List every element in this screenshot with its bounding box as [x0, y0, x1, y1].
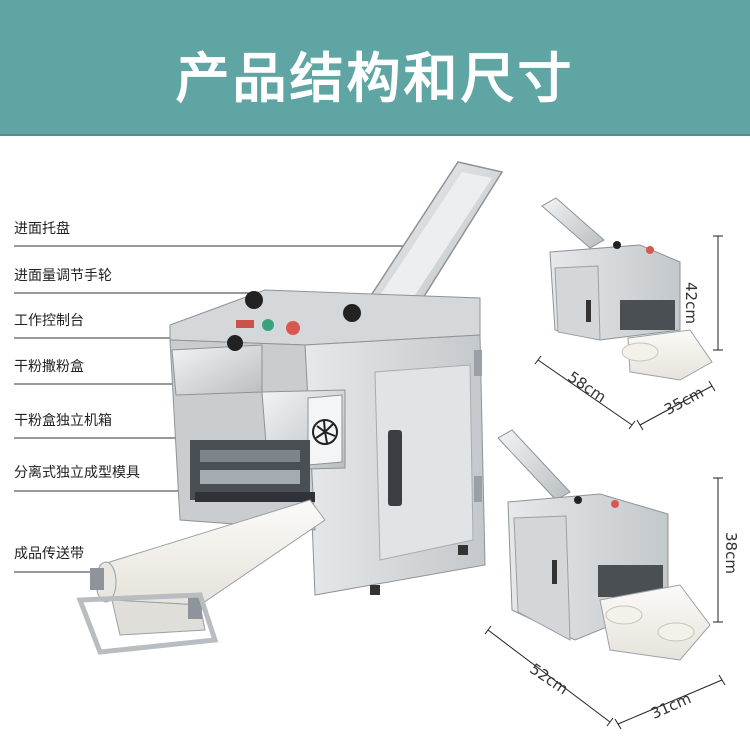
callout-flour-box-case: 干粉盒独立机箱: [14, 413, 112, 429]
callout-flour-sprinkler: 干粉撒粉盒: [14, 359, 84, 375]
callout-conveyor: 成品传送带: [14, 546, 84, 562]
small-machine-a: [541, 197, 713, 381]
title-banner: 产品结构和尺寸: [0, 0, 750, 136]
main-machine: [76, 161, 504, 655]
page-title: 产品结构和尺寸: [175, 47, 575, 110]
callout-feed-knob: 进面量调节手轮: [14, 268, 112, 284]
callout-mold: 分离式独立成型模具: [14, 465, 140, 481]
callout-feed-tray: 进面托盘: [14, 221, 70, 237]
dimension-lines-a: [534, 235, 723, 431]
dimension-lines-b: [484, 477, 726, 730]
dim-b-height: 38cm: [722, 532, 740, 574]
callout-control-panel: 工作控制台: [14, 313, 84, 329]
dim-a-height: 42cm: [682, 282, 700, 324]
small-machine-b: [497, 429, 711, 661]
